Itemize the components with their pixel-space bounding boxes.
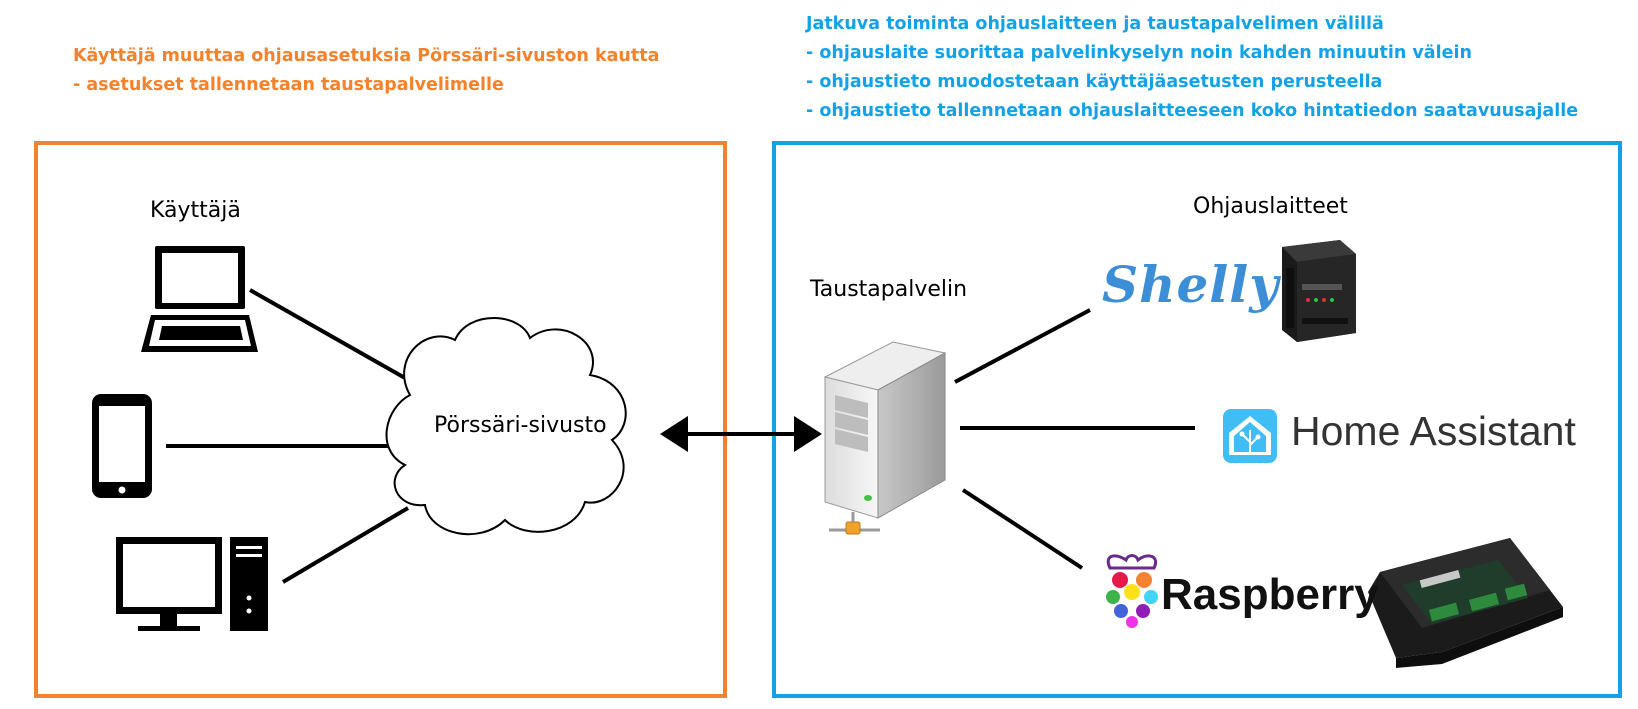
user-settings-note: Käyttäjä muuttaa ohjausasetuksia Pörssär… bbox=[73, 42, 659, 100]
raspberry-pi-logo-icon bbox=[1106, 554, 1158, 628]
smartphone-icon bbox=[92, 394, 152, 498]
home-assistant-logo-icon bbox=[1223, 409, 1277, 463]
desktop-computer-icon bbox=[116, 537, 268, 631]
raspberry-connector bbox=[961, 488, 1084, 570]
note-line: - ohjauslaite suorittaa palvelinkyselyn … bbox=[806, 43, 1472, 63]
laptop-connector bbox=[249, 288, 406, 380]
server-label: Taustapalvelin bbox=[810, 277, 968, 302]
home-assistant-logo-text: Home Assistant bbox=[1291, 408, 1576, 454]
shelly-connector bbox=[954, 308, 1091, 384]
note-line: Jatkuva toiminta ohjauslaitteen ja taust… bbox=[806, 14, 1384, 34]
cloud-icon bbox=[385, 317, 627, 536]
server-tower-icon bbox=[823, 341, 947, 535]
user-side-frame bbox=[34, 141, 727, 698]
desktop-connector bbox=[281, 506, 410, 584]
relay-board-icon bbox=[1368, 538, 1563, 668]
double-arrow-icon bbox=[660, 416, 822, 452]
device-operation-note: Jatkuva toiminta ohjauslaitteen ja taust… bbox=[806, 10, 1578, 126]
raspberry-logo-text: Raspberry bbox=[1161, 570, 1379, 619]
connector-lines bbox=[166, 288, 1195, 584]
shelly-logo-text: Shelly bbox=[1102, 255, 1280, 314]
note-line: - ohjaustieto tallennetaan ohjauslaittee… bbox=[806, 101, 1579, 121]
devices-label: Ohjauslaitteet bbox=[1193, 194, 1348, 219]
note-line: - asetukset tallennetaan taustapalvelime… bbox=[73, 75, 504, 95]
cloud-label: Pörssäri-sivusto bbox=[434, 413, 607, 438]
user-label: Käyttäjä bbox=[150, 198, 241, 223]
note-line: - ohjaustieto muodostetaan käyttäjäasetu… bbox=[806, 72, 1383, 92]
shelly-pro-device-icon bbox=[1282, 240, 1356, 342]
note-line: Käyttäjä muuttaa ohjausasetuksia Pörssär… bbox=[73, 46, 660, 66]
laptop-icon bbox=[141, 246, 258, 352]
backend-side-frame bbox=[772, 141, 1622, 698]
